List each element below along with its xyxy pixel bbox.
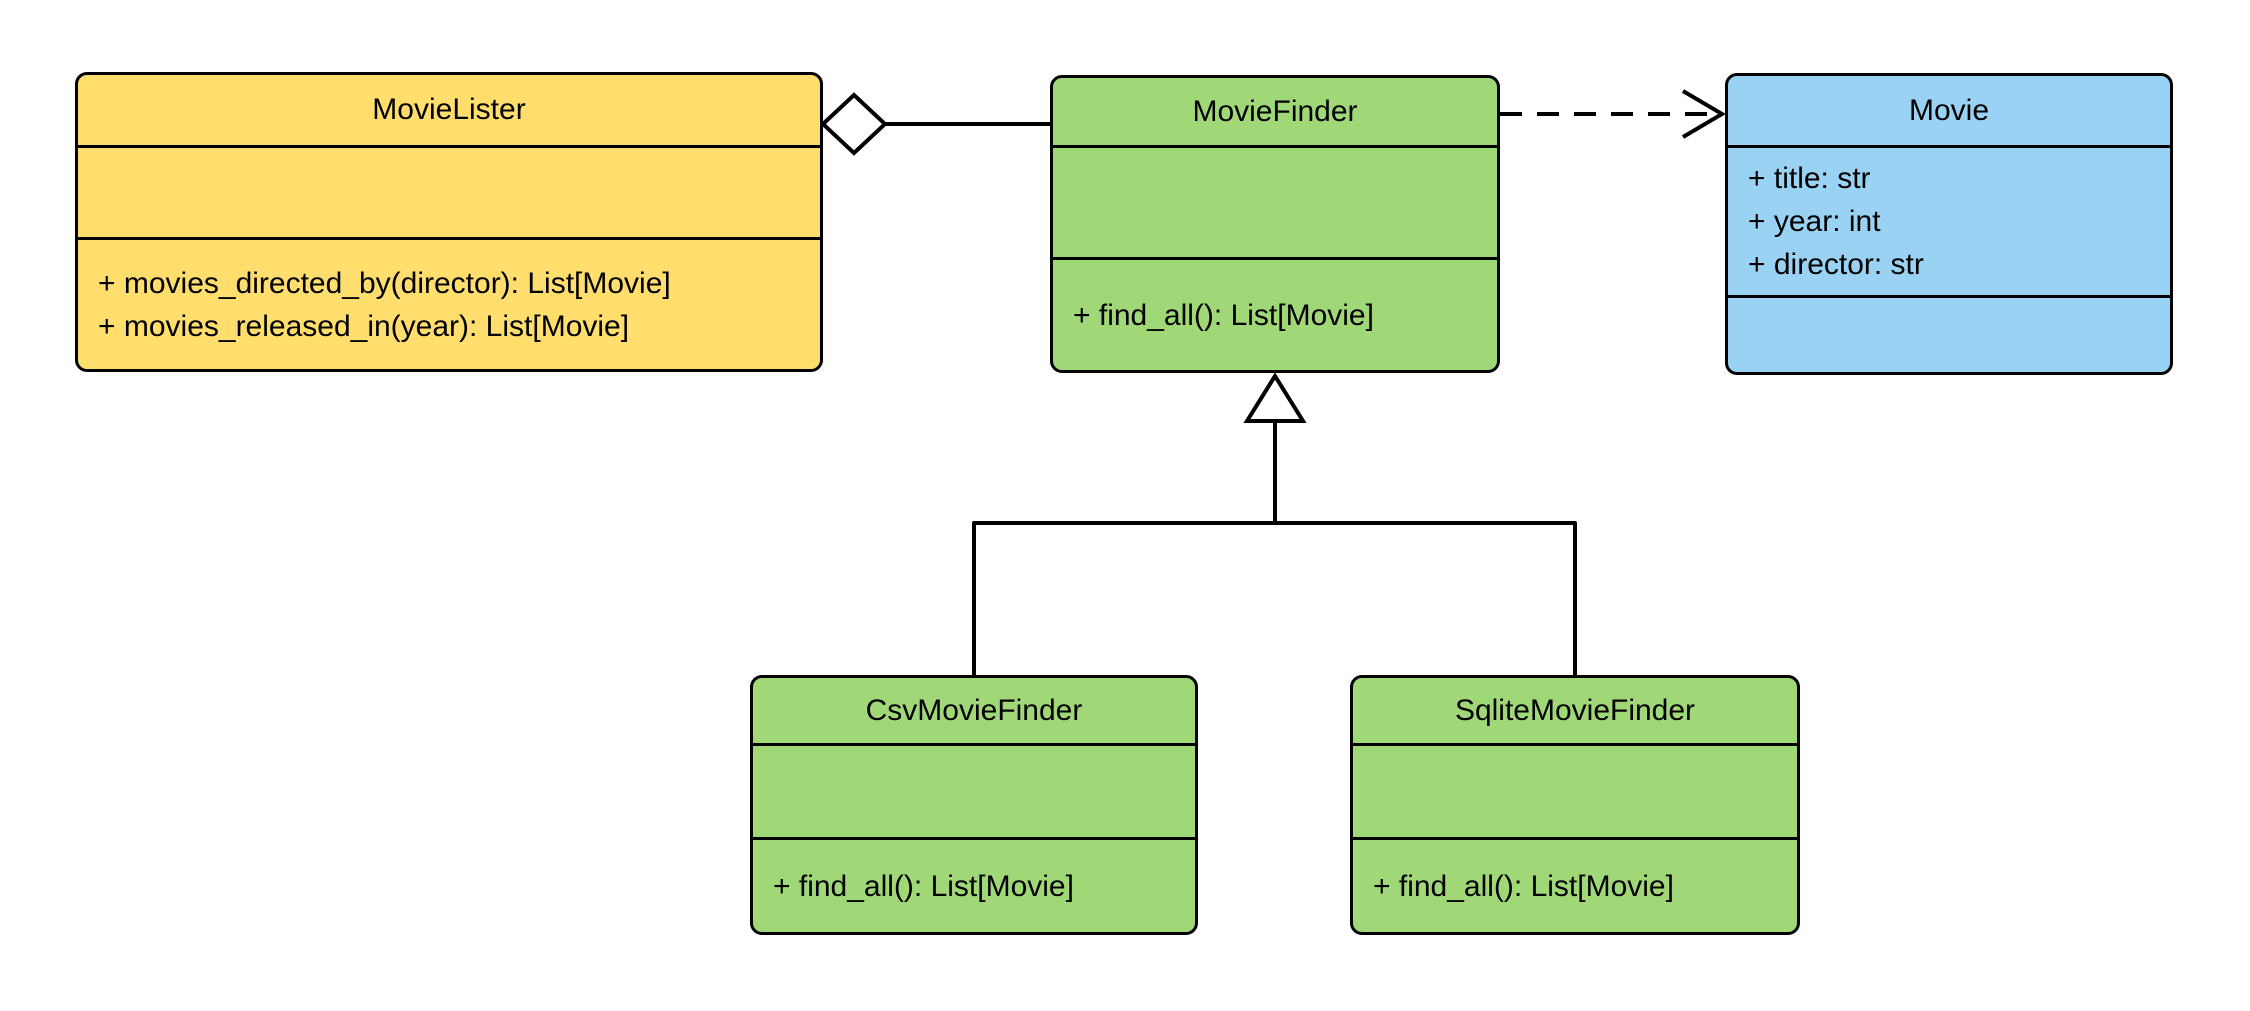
attribute-entry: + year: int: [1748, 205, 1881, 238]
class-title: Movie: [1908, 93, 1990, 127]
generalization-branch-lines: [972, 521, 1577, 675]
attributes-compartment: + title: str + year: int + director: str: [1728, 145, 2170, 295]
methods-compartment: + find_all(): List[Movie]: [1053, 257, 1497, 370]
methods-compartment: [1728, 295, 2170, 372]
method-entry: + find_all(): List[Movie]: [1373, 869, 1674, 903]
class-title: MovieLister: [372, 93, 526, 126]
class-title: MovieFinder: [1192, 94, 1358, 128]
attributes-compartment: [78, 145, 820, 237]
class-title: SqliteMovieFinder: [1454, 693, 1696, 727]
methods-compartment: + find_all(): List[Movie]: [1353, 837, 1797, 932]
attributes-compartment: [1353, 743, 1797, 837]
methods-compartment: + movies_directed_by(director): List[Mov…: [78, 237, 820, 369]
dependency-edge-moviefinder-movie: [1500, 89, 1726, 139]
class-csv-movie-finder: CsvMovieFinder + find_all(): List[Movie]: [750, 675, 1198, 935]
method-entry: + find_all(): List[Movie]: [773, 869, 1074, 903]
methods-compartment: + find_all(): List[Movie]: [753, 837, 1195, 932]
generalization-edges-children-moviefinder: [972, 372, 1577, 675]
class-sqlite-movie-finder: SqliteMovieFinder + find_all(): List[Mov…: [1350, 675, 1800, 935]
class-movie: Movie + title: str + year: int + directo…: [1725, 73, 2173, 375]
dependency-open-arrow-icon: [1681, 89, 1726, 139]
aggregation-diamond-icon: [820, 92, 888, 156]
attribute-entry: + title: str: [1748, 162, 1871, 195]
method-entry: + find_all(): List[Movie]: [1073, 298, 1374, 332]
attributes-compartment: [1053, 145, 1497, 257]
aggregation-edge-movielister-moviefinder: [820, 92, 1050, 156]
class-title: CsvMovieFinder: [865, 693, 1083, 727]
class-movie-finder: MovieFinder + find_all(): List[Movie]: [1050, 75, 1500, 373]
attributes-compartment: [753, 743, 1195, 837]
method-entry: + movies_directed_by(director): List[Mov…: [98, 266, 671, 300]
generalization-triangle-icon: [1243, 372, 1307, 423]
method-entry: + movies_released_in(year): List[Movie]: [98, 309, 630, 343]
class-movie-lister: MovieLister + movies_directed_by(directo…: [75, 72, 823, 372]
attribute-entry: + director: str: [1748, 248, 1924, 281]
